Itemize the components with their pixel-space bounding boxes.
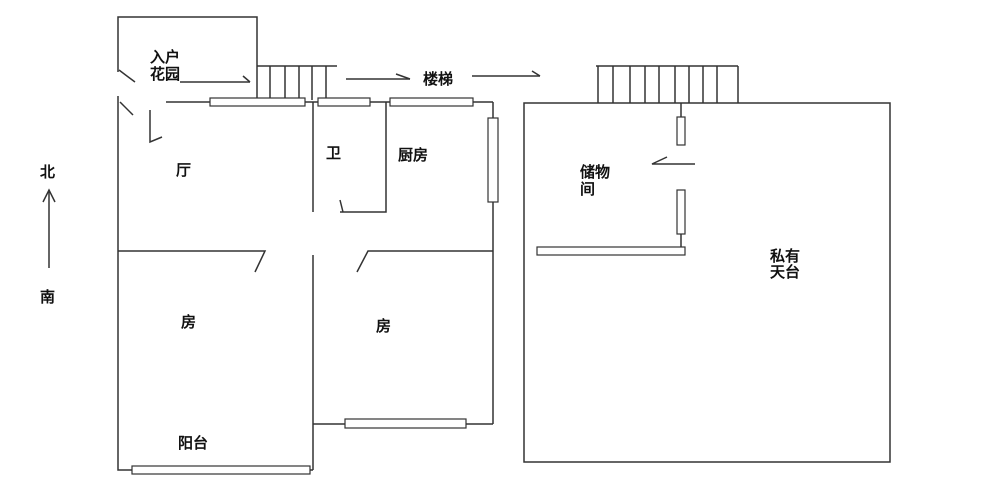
bedroom-left-label: 房 xyxy=(181,313,196,331)
entry-garden-label-1: 入户 xyxy=(150,48,180,66)
storage-label-1: 储物 xyxy=(580,163,610,181)
south-label: 南 xyxy=(40,288,55,306)
entry-garden-label-2: 花园 xyxy=(150,65,180,83)
terrace-label-1: 私有 xyxy=(769,247,800,265)
stairs-label: 楼梯 xyxy=(423,70,453,88)
windows xyxy=(131,97,499,475)
north-label: 北 xyxy=(40,163,55,181)
bathroom-label: 卫 xyxy=(326,144,341,162)
entry-door xyxy=(149,110,163,144)
north-arrow-icon xyxy=(42,188,56,203)
balcony-label: 阳台 xyxy=(178,434,208,452)
living-room-label: 厅 xyxy=(176,161,191,179)
terrace-walls xyxy=(523,102,891,463)
direction-arrows xyxy=(180,70,541,83)
terrace-label-2: 天台 xyxy=(770,263,800,281)
storage-label-2: 间 xyxy=(580,180,595,198)
stairs-right xyxy=(596,65,739,103)
kitchen-label: 厨房 xyxy=(398,146,428,164)
stairs-left xyxy=(257,65,337,100)
bedroom-right-label: 房 xyxy=(376,317,391,335)
entry-garden: 入户 花园 xyxy=(117,16,258,144)
main-unit-walls xyxy=(117,96,494,471)
